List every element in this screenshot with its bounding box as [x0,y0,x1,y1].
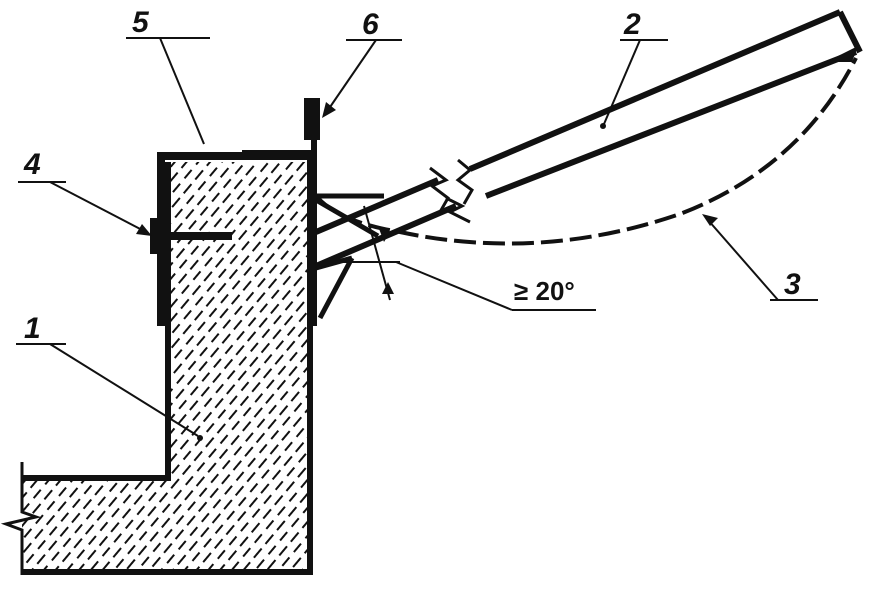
front-anchor-bolt [150,218,232,254]
top-cover-plate [157,150,312,326]
angle-label: ≥ 20° [514,276,575,306]
inclined-canopy [314,9,863,269]
angle-dimension [326,205,596,311]
support-post [304,98,320,326]
label-6: 6 [362,8,379,41]
label-2: 2 [623,8,641,41]
label-1: 1 [24,312,41,345]
label-5: 5 [132,6,150,39]
leader-lines [16,37,818,441]
label-3: 3 [784,268,801,301]
label-4: 4 [23,148,41,181]
